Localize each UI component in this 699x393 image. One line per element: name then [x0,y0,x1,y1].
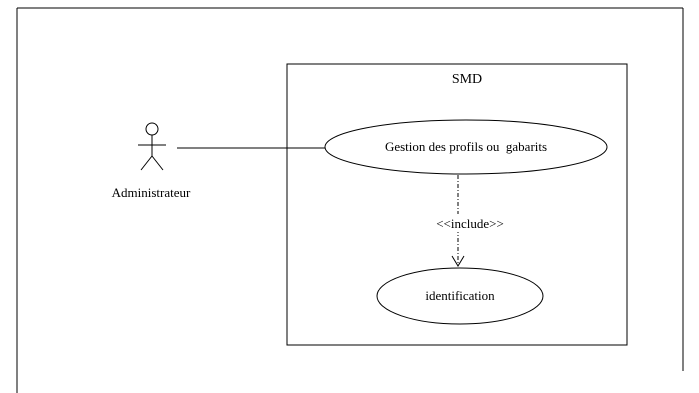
system-title: SMD [452,72,482,87]
use-case-identification: identification [376,267,544,325]
actor-figure [138,122,166,171]
include-stereotype-label: <<include>> [436,216,504,231]
diagram-frame [16,7,684,393]
stereotype-background [425,214,515,232]
use-case-label: Gestion des profils ou gabarits [385,139,547,154]
use-case-gestion-profils: Gestion des profils ou gabarits [324,119,608,175]
use-case-label: identification [425,288,495,303]
actor-label: Administrateur [112,185,191,200]
system-boundary [286,63,628,346]
